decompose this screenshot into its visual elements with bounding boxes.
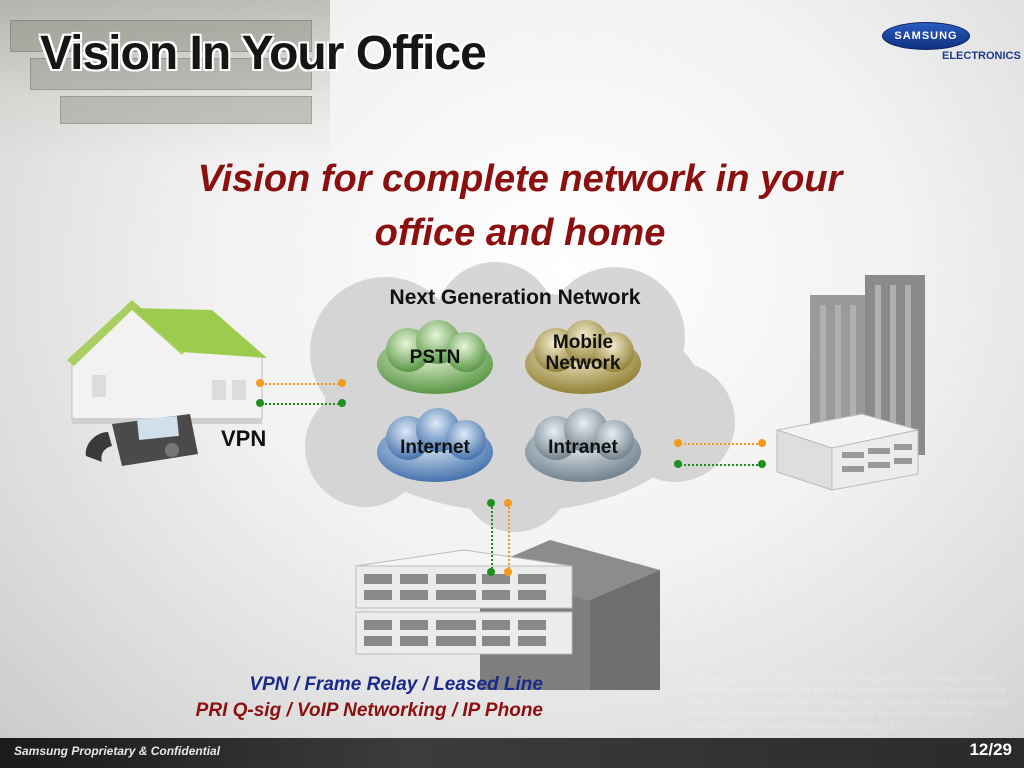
internet-cloud-icon	[377, 408, 493, 482]
mobile-label-line-1: Mobile	[552, 332, 614, 353]
internet-label: Internet	[400, 437, 470, 458]
main-server-stack-icon	[355, 549, 573, 655]
page-number: 12/29	[969, 740, 1012, 759]
office-link-orange	[680, 443, 762, 445]
link-dot	[674, 439, 682, 447]
link-dot	[487, 568, 495, 576]
office-link-green	[680, 464, 762, 466]
office-building-icon	[810, 275, 925, 455]
link-dot	[256, 399, 264, 407]
intranet-cloud-icon	[525, 408, 641, 482]
link-dot	[758, 439, 766, 447]
server-link-orange	[508, 503, 510, 573]
link-dot	[504, 568, 512, 576]
link-dot	[674, 460, 682, 468]
logo-brand: SAMSUNG	[882, 22, 970, 50]
mobile-network-label: Mobile Network	[516, 332, 650, 374]
link-dot	[256, 379, 264, 387]
mobile-label-line-2: Network	[545, 353, 621, 374]
logo-sub: ELECTRONICS	[942, 50, 1021, 62]
link-dot	[758, 460, 766, 468]
link-dot	[338, 379, 346, 387]
home-link-orange	[262, 383, 342, 385]
link-dot	[504, 499, 512, 507]
footer-confidential: Samsung Proprietary & Confidential	[14, 744, 221, 758]
link-dot	[338, 399, 346, 407]
samsung-logo: SAMSUNG ELECTRONICS	[882, 22, 1021, 66]
ngn-label: Next Generation Network	[389, 286, 641, 309]
bottom-line-2: PRI Q-sig / VoIP Networking / IP Phone	[195, 700, 543, 721]
headline-line-1: Vision for complete network in your	[197, 158, 843, 200]
mobile-network-cloud-icon	[525, 320, 641, 394]
server-link-green	[491, 503, 493, 573]
home-link-green	[262, 403, 342, 405]
office-server-icon	[776, 413, 919, 491]
vpn-label: VPN	[221, 426, 267, 451]
headline-line-2: office and home	[374, 212, 666, 254]
ip-phone-icon	[85, 414, 198, 466]
intranet-label: Intranet	[548, 437, 618, 458]
headline: Vision for complete network in your offi…	[110, 152, 930, 260]
header-photo	[0, 0, 330, 160]
footer-bar	[0, 738, 1024, 768]
bottom-line-1: VPN / Frame Relay / Leased Line	[249, 674, 543, 695]
watermark-text: The next generation of IP platform is th…	[690, 673, 1008, 731]
link-dot	[487, 499, 495, 507]
slide-title: Vision In Your Office	[40, 27, 487, 80]
pstn-cloud-icon	[377, 320, 493, 394]
pstn-label: PSTN	[409, 347, 461, 368]
